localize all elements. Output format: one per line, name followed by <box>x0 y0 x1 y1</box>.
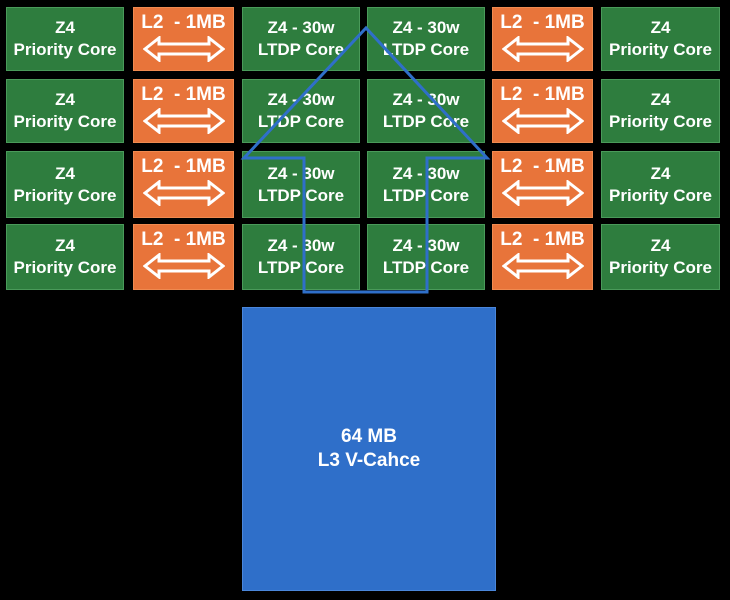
l2-label: L2 - 1MB <box>500 84 585 105</box>
core-type: Priority Core <box>13 112 117 131</box>
l2-label: L2 - 1MB <box>500 229 585 250</box>
core-type: LTDP Core <box>257 112 345 131</box>
double-arrow-icon <box>501 36 584 62</box>
l2-cache-block: L2 - 1MB <box>492 151 593 218</box>
core-name: Z4 <box>55 18 75 37</box>
core-type: Priority Core <box>13 258 117 277</box>
l2-label: L2 - 1MB <box>141 156 226 177</box>
l3-size: 64 MB <box>341 426 397 447</box>
double-arrow-icon <box>142 108 225 134</box>
core-type: LTDP Core <box>257 185 345 205</box>
core-name: Z4 - 30w <box>392 236 460 255</box>
l2-label: L2 - 1MB <box>141 84 226 105</box>
core-type: LTDP Core <box>257 258 345 277</box>
double-arrow-icon <box>142 180 225 206</box>
core-type: LTDP Core <box>382 112 470 131</box>
l3-label: L3 V-Cahce <box>317 450 421 471</box>
core-type: LTDP Core <box>382 40 470 59</box>
core-name: Z4 <box>55 90 75 109</box>
l2-label: L2 - 1MB <box>500 156 585 177</box>
core-name: Z4 - 30w <box>267 18 335 37</box>
core-type: LTDP Core <box>382 258 470 277</box>
l2-label: L2 - 1MB <box>141 12 226 33</box>
core-name: Z4 - 30w <box>392 18 460 37</box>
core-type: Priority Core <box>13 40 117 59</box>
core-type: LTDP Core <box>257 40 345 59</box>
l2-cache-block: L2 - 1MB <box>492 224 593 290</box>
core-type: LTDP Core <box>382 185 470 205</box>
core-type: Priority Core <box>609 40 712 59</box>
l2-cache-block: L2 - 1MB <box>133 79 234 143</box>
core-name: Z4 - 30w <box>392 163 460 183</box>
core-name: Z4 <box>55 236 75 255</box>
core-type: Priority Core <box>13 185 117 205</box>
core-name: Z4 <box>650 18 671 37</box>
core-type: Priority Core <box>609 112 712 131</box>
core-type: Priority Core <box>609 185 712 205</box>
l2-label: L2 - 1MB <box>500 12 585 33</box>
core-name: Z4 <box>55 163 75 183</box>
double-arrow-icon <box>142 36 225 62</box>
core-name: Z4 - 30w <box>267 90 335 109</box>
l3-cache-block: 64 MB L3 V-Cahce <box>242 307 496 591</box>
core-name: Z4 - 30w <box>267 163 335 183</box>
core-name: Z4 <box>650 163 671 183</box>
double-arrow-icon <box>501 180 584 206</box>
l2-cache-block: L2 - 1MB <box>133 7 234 71</box>
core-type: Priority Core <box>609 258 712 277</box>
l2-cache-block: L2 - 1MB <box>133 151 234 218</box>
l2-cache-block: L2 - 1MB <box>133 224 234 290</box>
l2-cache-block: L2 - 1MB <box>492 7 593 71</box>
core-name: Z4 - 30w <box>392 90 460 109</box>
double-arrow-icon <box>501 253 584 279</box>
core-name: Z4 <box>650 236 671 255</box>
l2-cache-block: L2 - 1MB <box>492 79 593 143</box>
core-name: Z4 <box>650 90 671 109</box>
double-arrow-icon <box>501 108 584 134</box>
double-arrow-icon <box>142 253 225 279</box>
l2-label: L2 - 1MB <box>141 229 226 250</box>
core-name: Z4 - 30w <box>267 236 335 255</box>
